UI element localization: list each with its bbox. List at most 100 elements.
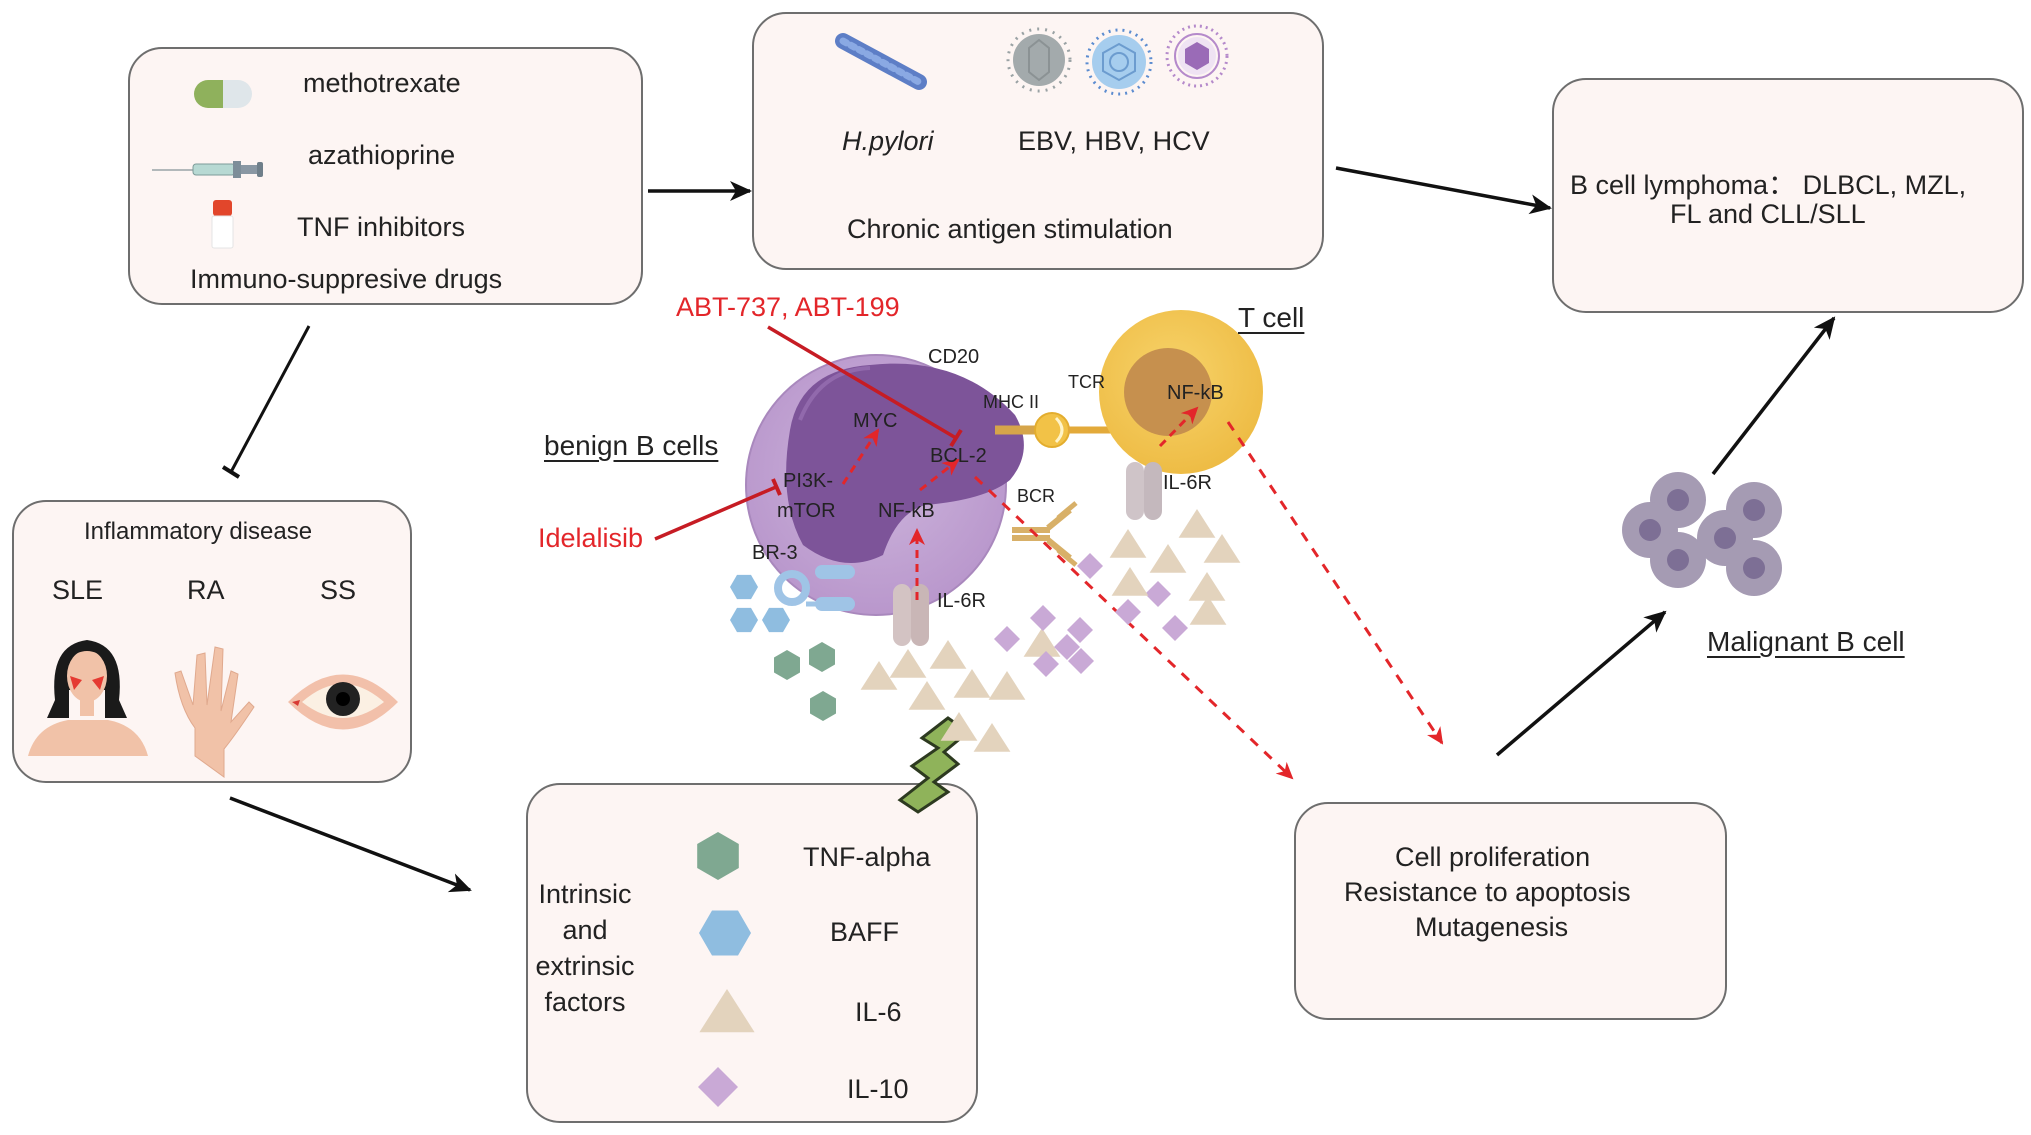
- malignant-b-cell-title: Malignant B cell: [1707, 626, 1905, 657]
- signal-pi3k-to-myc: [841, 428, 880, 485]
- dry-eye-icon: [288, 674, 398, 730]
- lymphoma-line-1: B cell lymphoma： DLBCL, MZL,: [1570, 170, 1967, 200]
- mhc-tcr-complex: [995, 412, 1118, 448]
- inhibit-drugs-to-inflammatory: [221, 325, 311, 479]
- il6-particle: [889, 649, 927, 678]
- lymphoma-line-2: FL and CLL/SLL: [1670, 199, 1866, 229]
- idelalisib-label: Idelalisib: [538, 523, 644, 553]
- baff-particle: [730, 574, 758, 600]
- tnf-alpha-particle: [810, 691, 836, 721]
- bcr-receptor-icon: [1012, 501, 1078, 567]
- il6-particle: [1149, 544, 1187, 573]
- il10-particle: [1067, 617, 1093, 643]
- woman-butterfly-rash-icon: [28, 640, 148, 756]
- antigen-box-title: Chronic antigen stimulation: [847, 214, 1173, 244]
- label-mhc2: MHC II: [983, 392, 1039, 412]
- il10-particle: [1054, 634, 1080, 660]
- hpylori-bacterium-icon: [835, 33, 927, 90]
- il10-particle: [1145, 581, 1171, 607]
- label-pi3k: PI3K-: [783, 470, 834, 492]
- factors-box-title: Intrinsic and extrinsic factors: [530, 876, 640, 1020]
- t-cell-il6r-icon: [1126, 462, 1162, 520]
- signal-tcell-to-outcome: [1226, 421, 1444, 745]
- outcome-box: [1294, 802, 1727, 1020]
- idelalisib-inhibition-line: [654, 478, 782, 541]
- factors-title-line: factors: [544, 987, 626, 1017]
- malignant-b-cells-icon: [1622, 472, 1782, 596]
- il6-particle: [940, 712, 978, 741]
- il10-particle: [1077, 553, 1103, 579]
- tnf-alpha-particle: [809, 642, 835, 672]
- label-t-nfkb: NF-kB: [1167, 382, 1224, 404]
- il6-particle: [1109, 529, 1147, 558]
- label-b-il6r: IL-6R: [937, 590, 986, 612]
- signal-bcl2-to-outcome: [973, 475, 1294, 780]
- inflammatory-box-title: Inflammatory disease: [84, 518, 313, 545]
- factors-title-line: and: [562, 915, 608, 945]
- label-br3: BR-3: [752, 542, 798, 564]
- il6-particle: [908, 681, 946, 710]
- il10-particle: [1068, 648, 1094, 674]
- b-cell-nucleus: [786, 363, 1024, 563]
- label-bcl2: BCL-2: [930, 445, 987, 467]
- il6-particle: [1188, 572, 1226, 601]
- il6-particle: [988, 671, 1026, 700]
- il6-particle: [1189, 596, 1227, 625]
- b-cell-il6r-icon: [893, 584, 929, 646]
- baff-particle: [762, 607, 790, 633]
- il6-particle: [1178, 509, 1216, 538]
- t-cell-title: T cell: [1238, 302, 1305, 333]
- label-b-nfkb: NF-kB: [878, 500, 935, 522]
- il6-particle: [1111, 567, 1149, 596]
- label-t-il6r: IL-6R: [1163, 472, 1212, 494]
- benign-b-cell: [745, 354, 1024, 616]
- label-tcr: TCR: [1068, 372, 1105, 392]
- factors-title-line: Intrinsic: [538, 879, 632, 909]
- arrow-outcome-to-malignant: [1495, 610, 1667, 757]
- outcome-line-3: Mutagenesis: [1415, 912, 1569, 942]
- il6-particle: [860, 661, 898, 690]
- lymphoma-box: [1552, 78, 2024, 313]
- hpylori-label: H.pylori: [842, 126, 934, 156]
- disease-label-ss: SS: [320, 575, 357, 605]
- br3-receptor-icon: [774, 565, 855, 611]
- signal-tcell-nfkb: [1158, 406, 1199, 448]
- viruses-label: EBV, HBV, HCV: [1018, 126, 1210, 156]
- legend-label-tnf-alpha: TNF-alpha: [803, 842, 931, 872]
- legend-label-il6: IL-6: [855, 997, 902, 1027]
- deformed-hand-icon: [174, 646, 255, 778]
- drug-label-azathioprine: azathioprine: [308, 140, 456, 170]
- il6-particle: [929, 640, 967, 669]
- disease-label-ra: RA: [187, 575, 225, 605]
- ebv-virus-icon: [1006, 27, 1072, 93]
- cytokine-particles: [730, 509, 1241, 752]
- label-cd20: CD20: [928, 346, 980, 368]
- label-bcr: BCR: [1017, 486, 1056, 506]
- il10-particle: [1030, 605, 1056, 631]
- il10-particle: [994, 626, 1020, 652]
- outcome-line-2: Resistance to apoptosis: [1344, 877, 1631, 907]
- il10-particle: [1115, 599, 1141, 625]
- legend-shape-baff: [699, 910, 751, 956]
- il10-particle: [1033, 651, 1059, 677]
- lightning-bolt-icon: [897, 716, 971, 814]
- il6-particle: [953, 669, 991, 698]
- arrow-inflammatory-to-factors: [229, 796, 472, 893]
- il6-particle: [1203, 534, 1241, 563]
- il6-particle: [1023, 628, 1061, 657]
- legend-shape-il-6: [699, 989, 755, 1033]
- drugs-box-title: Immuno-suppresive drugs: [190, 264, 503, 294]
- il6-particle: [973, 723, 1011, 752]
- outcome-line-1: Cell proliferation: [1395, 842, 1591, 872]
- factors-legend-shapes: [697, 832, 755, 1107]
- label-myc: MYC: [853, 410, 898, 432]
- drug-label-tnf-inhibitors: TNF inhibitors: [297, 212, 466, 242]
- legend-shape-tnf-alpha: [697, 832, 739, 880]
- factors-title-line: extrinsic: [535, 951, 635, 981]
- disease-label-sle: SLE: [52, 575, 104, 605]
- vial-icon: [211, 200, 234, 249]
- arrow-antigen-to-lymphoma: [1335, 166, 1552, 215]
- factors-box: [526, 783, 978, 1123]
- tnf-alpha-particle: [774, 650, 800, 680]
